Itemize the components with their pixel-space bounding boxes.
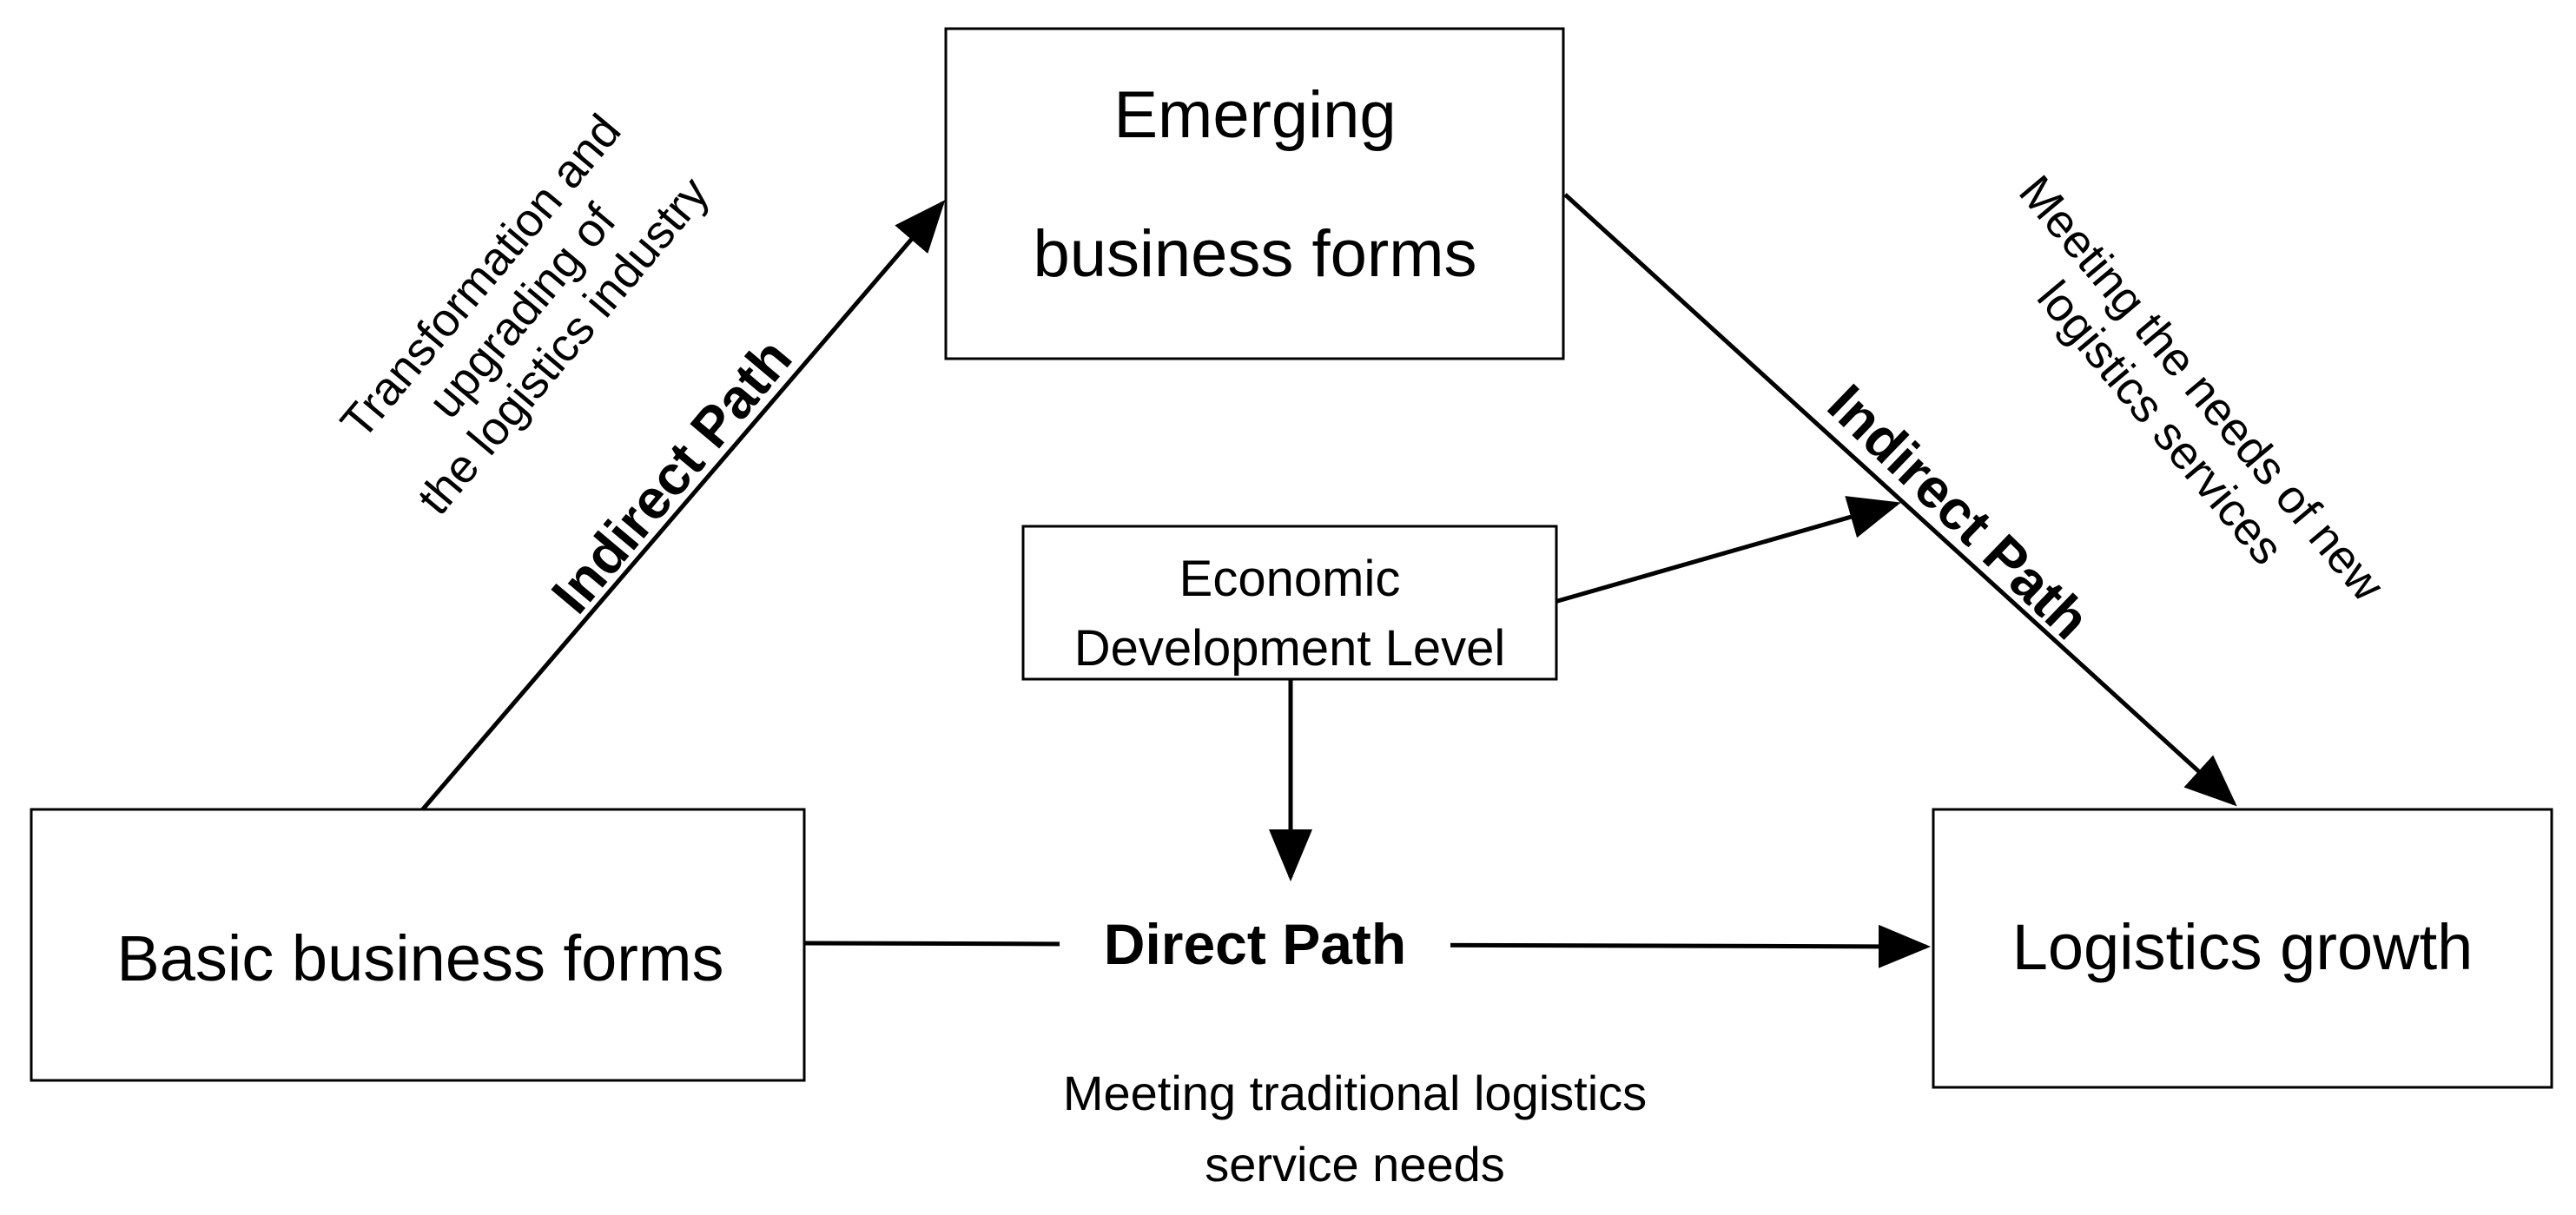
edge-basic-to-emerging [419, 200, 946, 813]
basic-line-1: Basic business forms [116, 922, 723, 994]
emerging-line-1: Emerging [1113, 78, 1396, 152]
direct-path-label-group: Direct Path [1060, 912, 1450, 980]
left-indirect-path-label: Indirect Path [539, 327, 803, 624]
right-annotation-line-1: Meeting the needs of new [2009, 166, 2394, 611]
direct-path-label: Direct Path [1104, 912, 1406, 976]
bottom-annotation: Meeting traditional logistics service ne… [1063, 1066, 1647, 1192]
economic-line-2: Development Level [1074, 620, 1506, 677]
node-emerging-business-forms: Emerging business forms [944, 27, 1565, 360]
growth-line-1: Logistics growth [2012, 911, 2474, 983]
bottom-annotation-line-1: Meeting traditional logistics [1063, 1066, 1647, 1120]
economic-line-1: Economic [1179, 551, 1401, 607]
node-logistics-growth: Logistics growth [1932, 808, 2553, 1089]
emerging-line-2: business forms [1033, 217, 1476, 291]
right-indirect-path-label: Indirect Path [1816, 373, 2102, 651]
edge-economic-to-right-path [1554, 496, 1901, 604]
bottom-annotation-line-2: service needs [1205, 1137, 1505, 1192]
node-basic-business-forms: Basic business forms [30, 808, 806, 1082]
node-economic-development-level: Economic Development Level [1021, 525, 1558, 681]
